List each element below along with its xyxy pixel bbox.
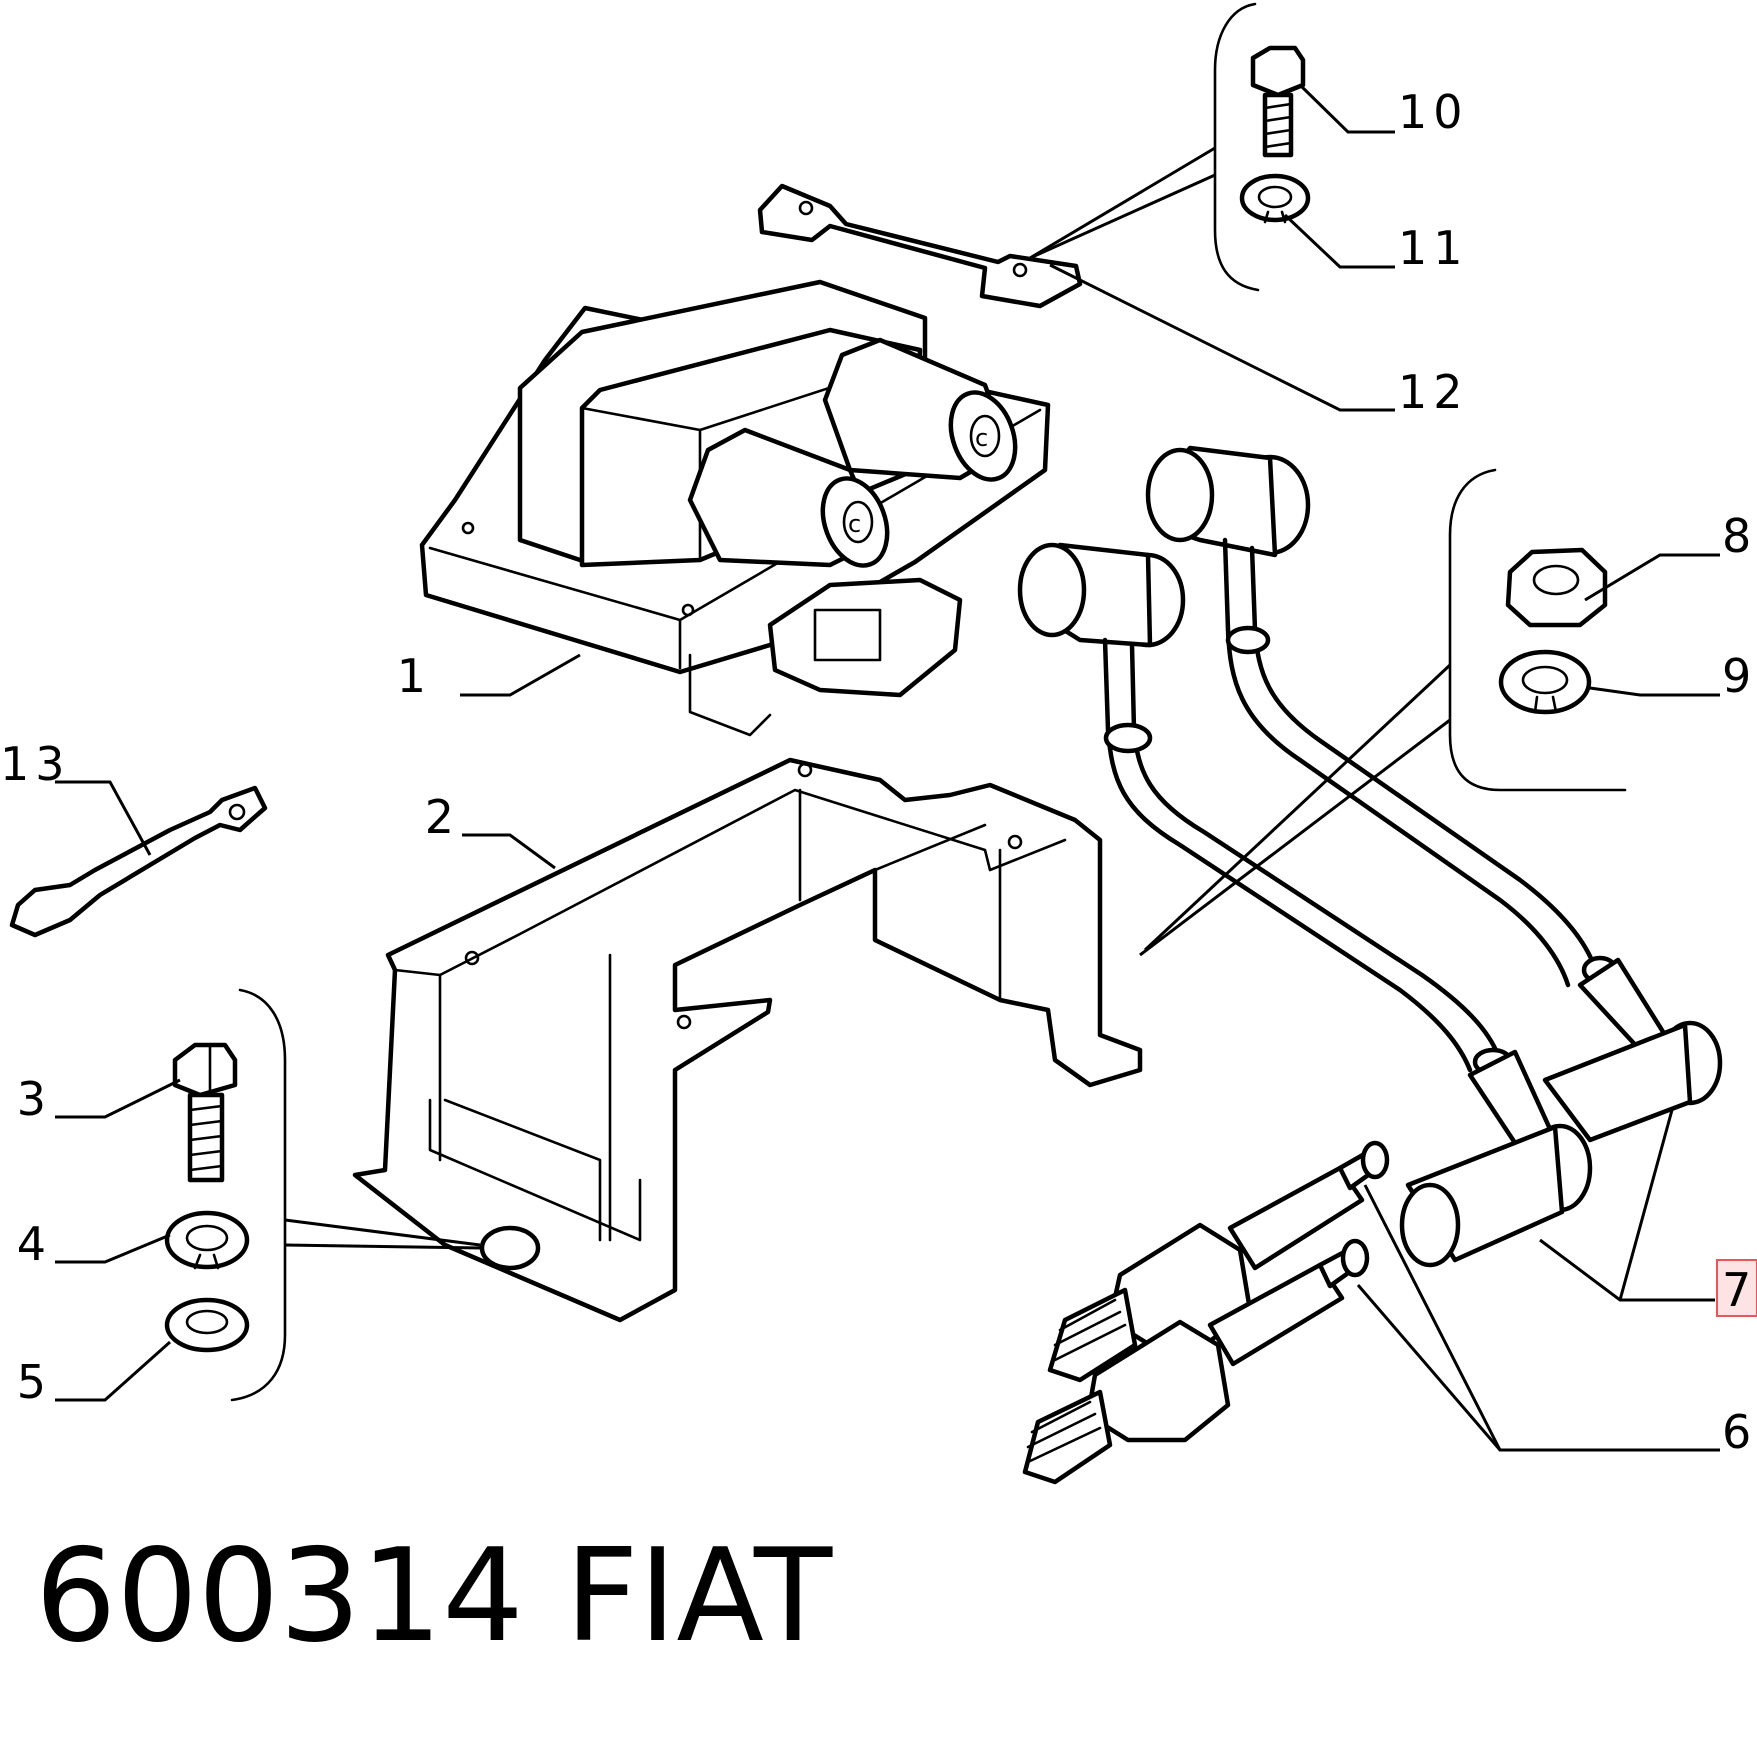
bolt-part-3 bbox=[172, 1042, 238, 1183]
group-bracket-3-4-5 bbox=[230, 988, 287, 1402]
callout-1: 1 bbox=[397, 649, 432, 703]
callout-10: 10 bbox=[1398, 85, 1469, 139]
callout-11: 11 bbox=[1398, 221, 1469, 275]
callout-labels: 1 2 3 4 5 6 7 8 9 10 11 12 13 bbox=[0, 85, 1757, 1459]
lock-washer-part-9 bbox=[1498, 649, 1592, 715]
callout-4: 4 bbox=[17, 1217, 52, 1271]
callout-7: 7 bbox=[1722, 1263, 1757, 1317]
caption: 600314 FIAT bbox=[35, 1522, 833, 1671]
callout-6: 6 bbox=[1722, 1405, 1757, 1459]
callout-9: 9 bbox=[1722, 649, 1757, 703]
bracket-part-2 bbox=[352, 757, 1143, 1323]
group-bracket-8-9 bbox=[1448, 468, 1627, 792]
svg-text:c: c bbox=[975, 424, 988, 452]
lock-washer-part-11 bbox=[1239, 173, 1311, 224]
callout-12: 12 bbox=[1398, 365, 1469, 419]
svg-text:c: c bbox=[848, 510, 861, 538]
group-bracket-10-11 bbox=[1213, 2, 1260, 292]
leader-lines bbox=[55, 83, 1720, 1452]
brand-name: FIAT bbox=[565, 1522, 833, 1671]
bolt-part-10 bbox=[1250, 45, 1306, 158]
callout-8: 8 bbox=[1722, 509, 1757, 563]
callout-2: 2 bbox=[425, 790, 460, 844]
mounting-plate-part-12 bbox=[757, 183, 1083, 309]
clip-part-13 bbox=[9, 785, 268, 938]
callout-7-highlight bbox=[1716, 1259, 1757, 1317]
washer-part-5 bbox=[164, 1297, 250, 1353]
ignition-coil-part-1: c c bbox=[419, 279, 1051, 737]
nut-part-8 bbox=[1505, 547, 1608, 628]
ignition-lead-part-7 bbox=[1017, 445, 1723, 1268]
callout-13: 13 bbox=[0, 737, 71, 791]
part-number: 600314 bbox=[35, 1522, 524, 1671]
callout-3: 3 bbox=[17, 1072, 52, 1126]
spark-plug-part-6 bbox=[1022, 1140, 1390, 1485]
lock-washer-part-4 bbox=[164, 1210, 250, 1270]
callout-5: 5 bbox=[17, 1355, 52, 1409]
